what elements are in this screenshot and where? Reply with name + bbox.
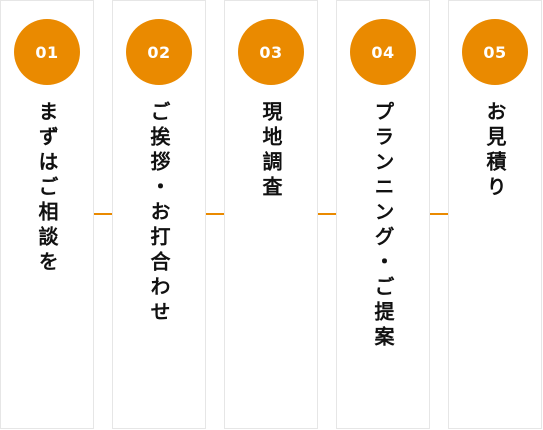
step-number-badge-3: 03 xyxy=(238,19,304,85)
step-card-2: 02 ご挨拶・お打合わせ xyxy=(112,0,206,429)
step-card-3: 03 現地調査 xyxy=(224,0,318,429)
step-connector-2 xyxy=(206,213,224,215)
step-card-5: 05 お見積り xyxy=(448,0,542,429)
step-number-badge-1: 01 xyxy=(14,19,80,85)
step-title-3: 現地調査 xyxy=(259,101,283,201)
step-card-4: 04 プランニング・ご提案 xyxy=(336,0,430,429)
step-number-badge-4: 04 xyxy=(350,19,416,85)
step-title-2: ご挨拶・お打合わせ xyxy=(147,101,171,326)
step-connector-4 xyxy=(430,213,448,215)
step-title-1: まずはご相談を xyxy=(35,101,59,276)
step-connector-1 xyxy=(94,213,112,215)
step-title-4: プランニング・ご提案 xyxy=(371,101,395,351)
step-number-badge-5: 05 xyxy=(462,19,528,85)
step-connector-3 xyxy=(318,213,336,215)
step-title-5: お見積り xyxy=(483,101,507,201)
step-card-1: 01 まずはご相談を xyxy=(0,0,94,429)
step-number-badge-2: 02 xyxy=(126,19,192,85)
